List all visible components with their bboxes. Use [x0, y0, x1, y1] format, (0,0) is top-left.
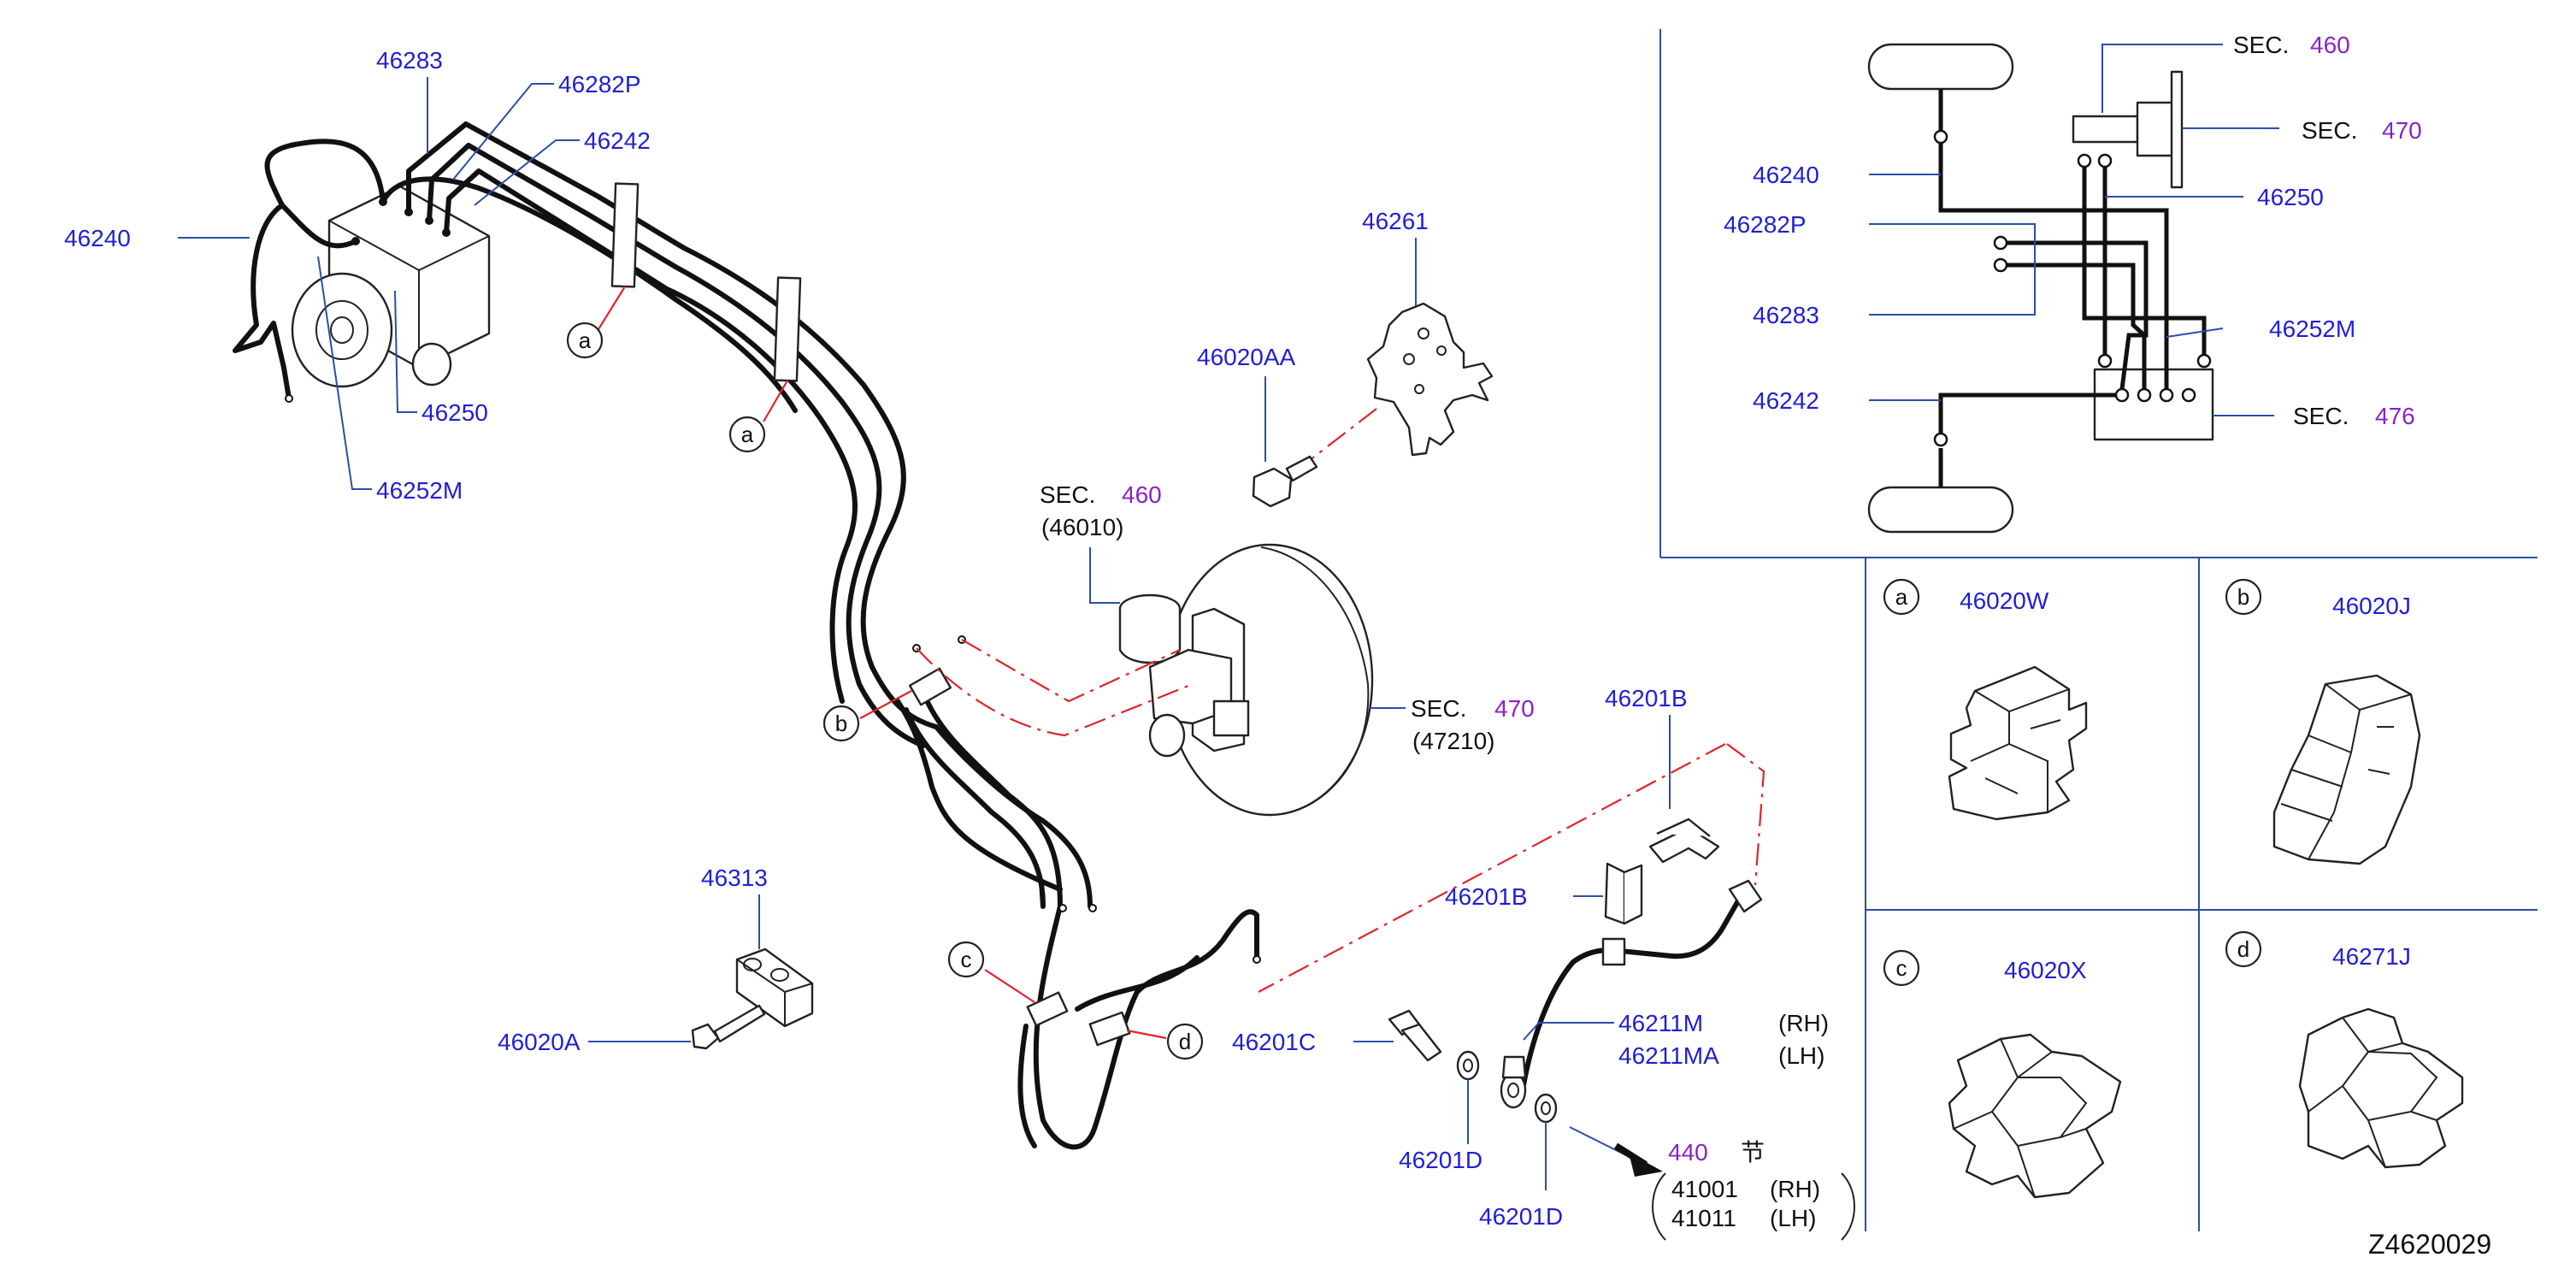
label-46201D-b: 46201D	[1479, 1203, 1563, 1230]
label-46211M: 46211M	[1618, 1010, 1703, 1036]
ref-440-number: 440	[1668, 1139, 1708, 1166]
callout-c: c	[961, 947, 972, 972]
callout-a-2: a	[741, 422, 754, 447]
clip-panel-c: c 46020X	[1883, 949, 2122, 1199]
sec460-text: SEC.	[1040, 481, 1095, 508]
clip-b-part: 46020J	[2332, 593, 2411, 619]
clip-a-part: 46020W	[1960, 587, 2049, 614]
clip-d-part: 46271J	[2332, 943, 2411, 970]
schem-sec470-number: 470	[2382, 117, 2422, 144]
brake-hose-assembly: 46201B 46201B 46211M (RH) 46211MA (LH)	[1258, 685, 1829, 1109]
label-46211MA-side: (LH)	[1778, 1042, 1824, 1069]
ref-41001: 41001	[1671, 1176, 1738, 1202]
right-panel-frames	[1659, 29, 2538, 1231]
callout-b: b	[835, 711, 847, 736]
sec-440-reference: 440 节 41001 (RH) 41011 (LH)	[1569, 1126, 1855, 1241]
clip-c-part: 46020X	[2004, 957, 2087, 983]
sec460-number: 460	[1122, 481, 1162, 508]
callout-d: d	[1179, 1029, 1191, 1054]
label-46020AA: 46020AA	[1197, 344, 1296, 370]
ref-440-char: 节	[1741, 1139, 1765, 1166]
brake-tubes	[233, 121, 1261, 1150]
clip-panel-b: b 46020J	[2225, 578, 2421, 865]
sec470-number: 470	[1494, 695, 1535, 722]
bracket-46313: 46313 46020A	[498, 865, 814, 1055]
schem-sec476: SEC.	[2293, 403, 2349, 429]
label-46250: 46250	[421, 399, 488, 426]
label-46201B-top: 46201B	[1605, 685, 1688, 711]
label-46240: 46240	[64, 225, 131, 251]
clip-c-letter: c	[1896, 955, 1907, 981]
schem-sec460: SEC.	[2233, 32, 2289, 58]
clip-b-letter: b	[2237, 584, 2249, 610]
schem-46252M: 46252M	[2269, 316, 2355, 342]
diagram-id: Z4620029	[2368, 1229, 2491, 1260]
label-46282P: 46282P	[558, 71, 641, 97]
schem-sec470: SEC.	[2302, 117, 2357, 144]
ref-41001-side: (RH)	[1770, 1176, 1820, 1202]
clip-d-letter: d	[2237, 936, 2249, 962]
bolt-46201C: 46201C	[1232, 1009, 1442, 1062]
brake-booster-assembly	[916, 543, 1374, 817]
schem-46250: 46250	[2257, 184, 2324, 210]
left-part-labels: 46283 46282P 46242 46240 46250 46252M	[64, 47, 651, 504]
washers-46201D: 46201D 46201D	[1399, 1050, 1563, 1230]
clip-a-letter: a	[1895, 584, 1908, 610]
sec-460-reference: SEC. 460 (46010)	[1040, 481, 1162, 604]
sec470-subpart: (47210)	[1412, 728, 1495, 754]
schem-46283: 46283	[1753, 302, 1819, 328]
abs-actuator-unit	[291, 185, 491, 388]
label-46261: 46261	[1362, 208, 1429, 234]
sec-470-reference: SEC. 470 (47210)	[1370, 695, 1535, 754]
ref-41011: 41011	[1671, 1205, 1736, 1231]
sec460-subpart: (46010)	[1041, 514, 1124, 540]
label-46201D-a: 46201D	[1399, 1147, 1483, 1173]
label-46283: 46283	[376, 47, 443, 74]
sec470-text: SEC.	[1411, 695, 1466, 722]
schem-46242: 46242	[1753, 387, 1819, 414]
piping-schematic: SEC. 460 SEC. 470 SEC. 476 46240 46250 4…	[1724, 32, 2422, 534]
schem-sec476-number: 476	[2375, 403, 2415, 429]
label-46211MA: 46211MA	[1618, 1042, 1719, 1069]
label-46201C: 46201C	[1232, 1029, 1316, 1055]
schem-46240: 46240	[1753, 162, 1819, 188]
bolt-46020AA: 46020AA	[1197, 344, 1318, 508]
label-46020A: 46020A	[498, 1029, 581, 1055]
label-46242: 46242	[584, 127, 651, 154]
label-46252M: 46252M	[376, 477, 463, 504]
ref-41011-side: (LH)	[1770, 1205, 1816, 1231]
callout-a-1: a	[579, 328, 592, 353]
schem-46282P: 46282P	[1724, 211, 1807, 238]
schem-sec460-number: 460	[2310, 32, 2350, 58]
label-46211M-side: (RH)	[1778, 1010, 1829, 1036]
bracket-46261: 46261	[1309, 208, 1494, 461]
label-46201B-mid: 46201B	[1445, 883, 1528, 910]
clip-panel-d: d 46271J	[2225, 930, 2464, 1169]
callouts: a a b c d	[566, 286, 1204, 1060]
tube-clips	[610, 182, 1131, 1047]
label-46313: 46313	[701, 865, 768, 891]
clip-panel-a: a 46020W	[1883, 578, 2088, 821]
